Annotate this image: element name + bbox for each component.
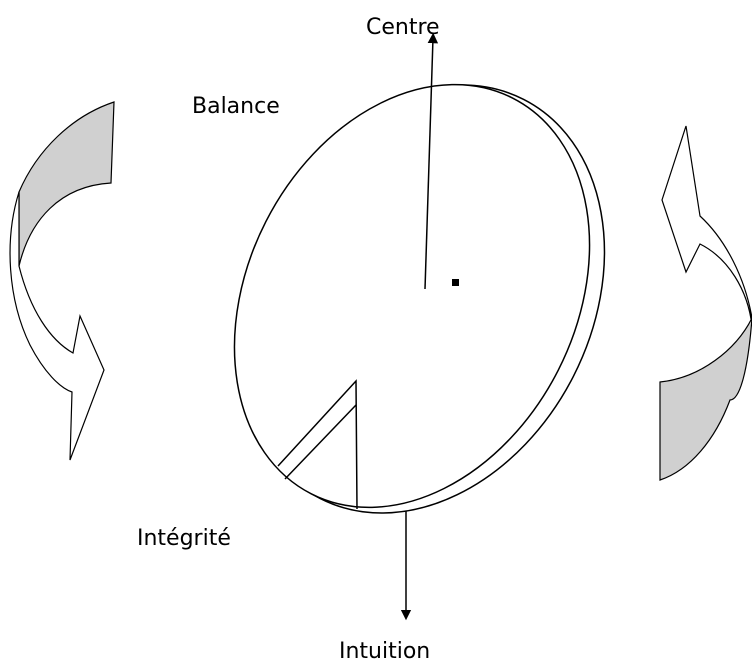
right-arrow-front-band [662, 126, 752, 326]
label-integrite: Intégrité [137, 528, 231, 550]
disc-centre-dot [452, 279, 459, 286]
left-arrow-shaded-band [19, 102, 114, 266]
label-intuition: Intuition [339, 641, 430, 663]
right-rotation-arrow [660, 126, 752, 480]
label-centre: Centre [366, 17, 440, 39]
left-rotation-arrow [10, 102, 114, 460]
label-balance: Balance [192, 96, 280, 118]
right-arrow-shaded-band [660, 318, 752, 480]
